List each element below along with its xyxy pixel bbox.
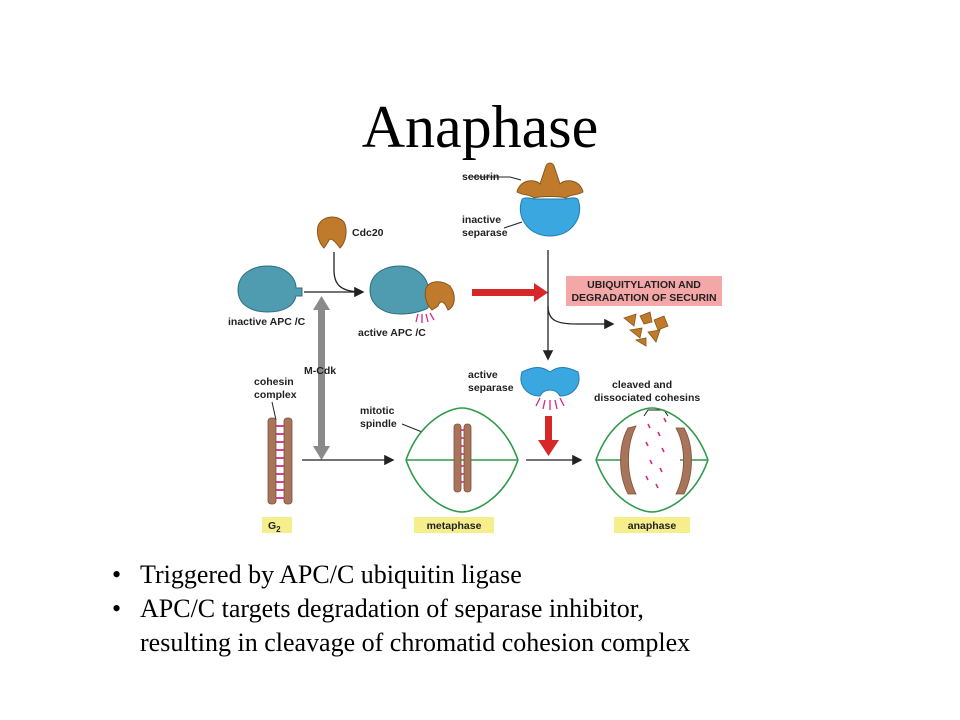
slide-title: Anaphase [361,94,599,160]
label-cdc20: Cdc20 [352,227,384,239]
g2-chromosome [267,417,293,505]
securin-icon [516,162,584,199]
metaphase-chromosome [453,423,472,493]
active-apc-activity-marks [415,312,435,323]
active-apc-icon [369,265,455,315]
label-cohesin-complex-2: complex [254,389,297,401]
ubiquitylation-box [566,276,722,306]
label-active-separase-2: separase [468,382,514,394]
cdc20-icon [317,216,347,249]
label-mcdk: M-Cdk [304,365,336,377]
label-cleaved-cohesins-2: dissociated cohesins [594,392,700,404]
label-securin: securin [462,171,499,183]
label-mitotic-spindle-2: spindle [360,418,397,430]
stage-anaphase-label: anaphase [628,520,677,532]
inactive-apc-icon [237,265,303,313]
mcdk-double-arrow [313,296,330,460]
stage-metaphase-label: metaphase [427,520,482,532]
bullet-dot: • [112,594,122,623]
ubiquitylation-text-2: DEGRADATION OF SECURIN [571,292,716,304]
bullet-text-1: Triggered by APC/C ubiquitin ligase [140,560,522,589]
securin-fragments-icon [623,311,669,347]
bullet-text-2b: resulting in cleavage of chromatid cohes… [140,628,691,657]
active-separase-icon [520,367,580,397]
metaphase-spindle [405,407,519,513]
label-mitotic-spindle-1: mitotic [360,405,395,417]
active-separase-activity-marks [535,397,565,410]
bullet-dot: • [112,560,122,589]
ubiquitylation-text-1: UBIQUITYLATION AND [587,279,701,291]
label-cleaved-cohesins-1: cleaved and [612,379,672,391]
label-inactive-separase-1: inactive [462,214,501,226]
stage-g2-label: G2 [268,520,281,534]
red-arrow-apc-to-securin [472,283,548,302]
bullet-item-1: • Triggered by APC/C ubiquitin ligase [112,558,912,592]
anaphase-chromatids [620,425,692,495]
cleaved-cohesin-fragments [645,417,667,489]
bullet-list: • Triggered by APC/C ubiquitin ligase • … [112,558,912,660]
red-arrow-separase-down [538,416,559,456]
label-active-separase-1: active [468,369,498,381]
label-cohesin-complex-1: cohesin [254,376,294,388]
bullet-item-2: • APC/C targets degradation of separase … [112,592,912,660]
stage-metaphase-box [414,517,494,533]
label-inactive-apc: inactive APC /C [228,316,306,328]
inactive-separase-icon [519,197,581,237]
stage-g2-box [262,517,292,533]
label-active-apc: active APC /C [358,327,426,339]
bullet-text-2a: APC/C targets degradation of separase in… [140,594,644,623]
anaphase-spindle [595,407,709,513]
stage-anaphase-box [614,517,690,533]
label-inactive-separase-2: separase [462,227,508,239]
